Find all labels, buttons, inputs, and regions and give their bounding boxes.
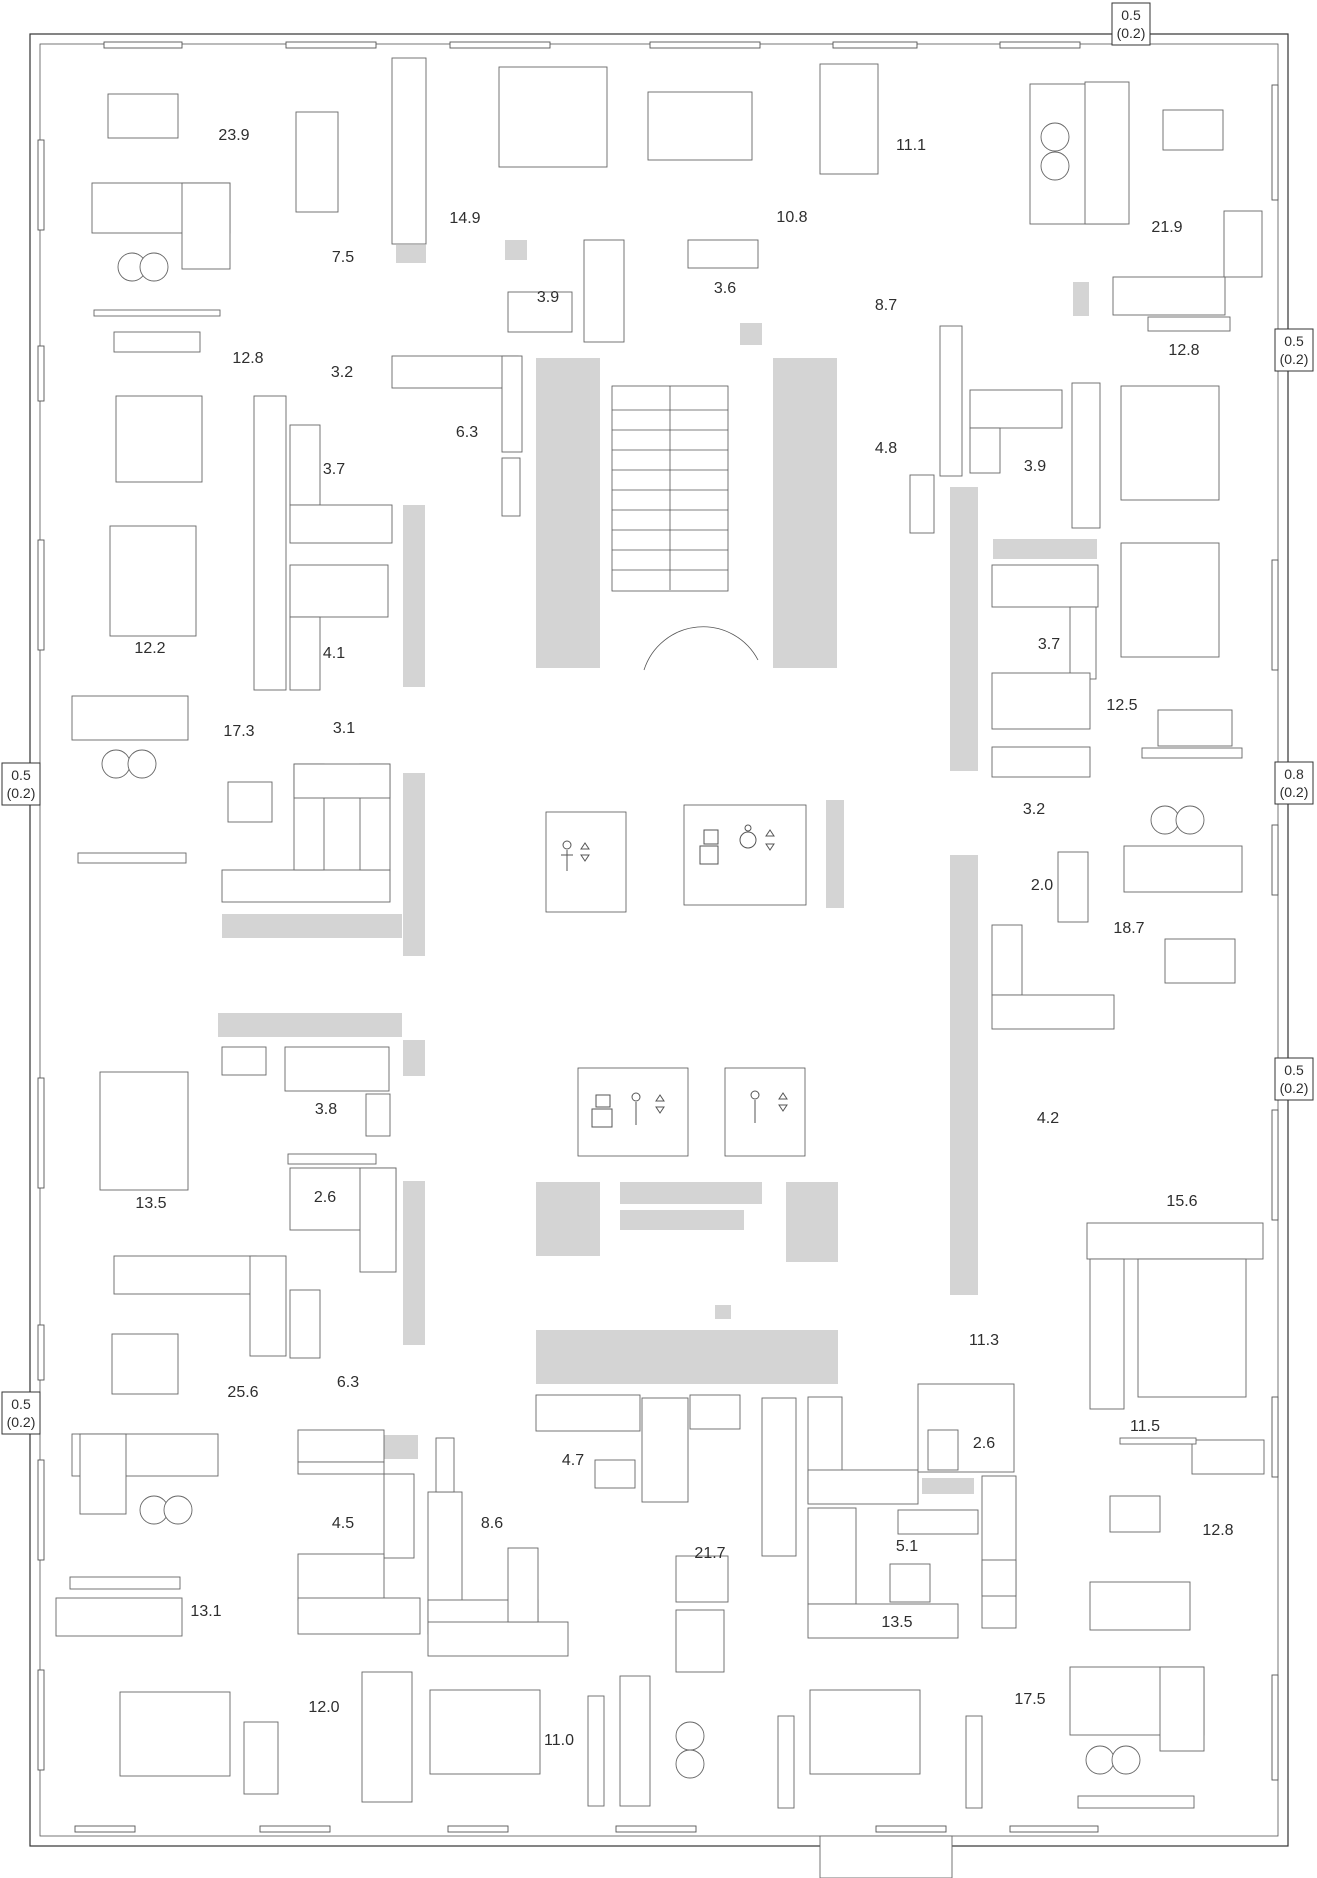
room-area-r16: 3.9 xyxy=(1024,458,1046,475)
building-outline xyxy=(29,33,1289,1847)
stair-treads xyxy=(612,409,728,571)
balcony-area: 0.5 xyxy=(1284,1062,1304,1078)
room-area-r25: 18.7 xyxy=(1113,920,1144,937)
room-area-r22: 12.5 xyxy=(1106,697,1137,714)
balcony-badge-frame xyxy=(1274,761,1314,805)
room-area-r42: 13.1 xyxy=(190,1603,221,1620)
room-area-r15: 4.8 xyxy=(875,440,897,457)
room-area-r4: 3.9 xyxy=(537,289,559,306)
balcony-badge-frame xyxy=(1111,2,1151,46)
room-area-r19: 3.7 xyxy=(1038,636,1060,653)
balcony-area: 0.8 xyxy=(1284,766,1304,782)
room-area-r11: 12.8 xyxy=(232,350,263,367)
balcony-badge-b3: 0.5 (0.2) xyxy=(1,762,41,806)
balcony-reduced-area: (0.2) xyxy=(7,1414,36,1430)
balcony-badge-b1: 0.5 (0.2) xyxy=(1111,2,1151,46)
room-area-r40: 21.7 xyxy=(694,1545,725,1562)
balcony-badge-frame xyxy=(1,1391,41,1435)
room-area-r37: 4.5 xyxy=(332,1515,354,1532)
room-area-r10: 12.8 xyxy=(1168,342,1199,359)
balcony-reduced-area: (0.2) xyxy=(1117,25,1146,41)
balcony-area: 0.5 xyxy=(1121,7,1141,23)
room-area-r12: 3.2 xyxy=(331,364,353,381)
room-area-r24: 2.0 xyxy=(1031,877,1053,894)
balcony-badge-b4: 0.8 (0.2) xyxy=(1274,761,1314,805)
room-area-r45: 17.5 xyxy=(1014,1691,1045,1708)
balcony-area: 0.5 xyxy=(11,767,31,783)
room-area-r8: 8.7 xyxy=(875,297,897,314)
balcony-reduced-area: (0.2) xyxy=(7,785,36,801)
elevator-passenger-icon xyxy=(561,840,590,871)
room-area-r18: 4.1 xyxy=(323,645,345,662)
balcony-reduced-area: (0.2) xyxy=(1280,1080,1309,1096)
room-area-r5: 10.8 xyxy=(776,209,807,226)
room-area-r43: 13.5 xyxy=(881,1614,912,1631)
balcony-badge-frame xyxy=(1274,328,1314,372)
room-area-r44: 12.0 xyxy=(308,1699,339,1716)
room-area-r33: 6.3 xyxy=(337,1374,359,1391)
elevator-icons xyxy=(561,824,788,1128)
room-area-r32: 25.6 xyxy=(227,1384,258,1401)
balcony-badge-frame xyxy=(1,762,41,806)
room-area-r7: 11.1 xyxy=(896,137,926,154)
balcony-reduced-area: (0.2) xyxy=(1280,351,1309,367)
room-area-r31: 11.3 xyxy=(969,1332,999,1349)
balcony-badges: 0.5 (0.2) 0.5 (0.2) 0.5 (0.2) 0.8 (0.2) 0.5 (0.2)… xyxy=(1,2,1314,1435)
room-area-r21: 3.1 xyxy=(333,720,355,737)
room-area-r1: 23.9 xyxy=(218,127,249,144)
room-area-r23: 3.2 xyxy=(1023,801,1045,818)
room-area-r38: 8.6 xyxy=(481,1515,503,1532)
room-area-r28: 2.6 xyxy=(314,1189,336,1206)
room-area-r14: 3.7 xyxy=(323,461,345,478)
room-area-r20: 17.3 xyxy=(223,723,254,740)
elevator-accessible-icon xyxy=(699,824,775,865)
room-area-r3: 14.9 xyxy=(449,210,480,227)
room-labels: 23.9 7.5 14.9 3.9 10.8 3.6 11.1 8.7 21.9 12.8 12.8… xyxy=(134,127,1233,1749)
room-area-r39: 12.8 xyxy=(1202,1522,1233,1539)
balcony-area: 0.5 xyxy=(11,1396,31,1412)
balcony-area: 0.5 xyxy=(1284,333,1304,349)
elevator-freight-icon xyxy=(591,1092,665,1128)
room-area-r13: 6.3 xyxy=(456,424,478,441)
furniture xyxy=(55,57,1265,1878)
elevator-passenger-icon xyxy=(750,1090,788,1123)
room-area-r46: 11.0 xyxy=(544,1732,574,1749)
room-area-r9: 21.9 xyxy=(1151,219,1182,236)
windows xyxy=(37,41,1279,1833)
room-area-r26: 3.8 xyxy=(315,1101,337,1118)
balcony-badge-b2: 0.5 (0.2) xyxy=(1274,328,1314,372)
room-area-r27: 4.2 xyxy=(1037,1110,1059,1127)
balcony-badge-b5: 0.5 (0.2) xyxy=(1274,1057,1314,1101)
room-area-r17: 12.2 xyxy=(134,640,165,657)
balcony-badge-frame xyxy=(1274,1057,1314,1101)
room-area-r30: 13.5 xyxy=(135,1195,166,1212)
room-area-r35: 4.7 xyxy=(562,1452,584,1469)
room-area-r2: 7.5 xyxy=(332,249,354,266)
room-area-r6: 3.6 xyxy=(714,280,736,297)
room-area-r36: 2.6 xyxy=(973,1435,995,1452)
room-area-r34: 11.5 xyxy=(1130,1418,1160,1435)
building-core xyxy=(218,240,1097,1494)
balcony-reduced-area: (0.2) xyxy=(1280,784,1309,800)
room-area-r29: 15.6 xyxy=(1166,1193,1197,1210)
balcony-badge-b6: 0.5 (0.2) xyxy=(1,1391,41,1435)
room-area-r41: 5.1 xyxy=(896,1538,918,1555)
